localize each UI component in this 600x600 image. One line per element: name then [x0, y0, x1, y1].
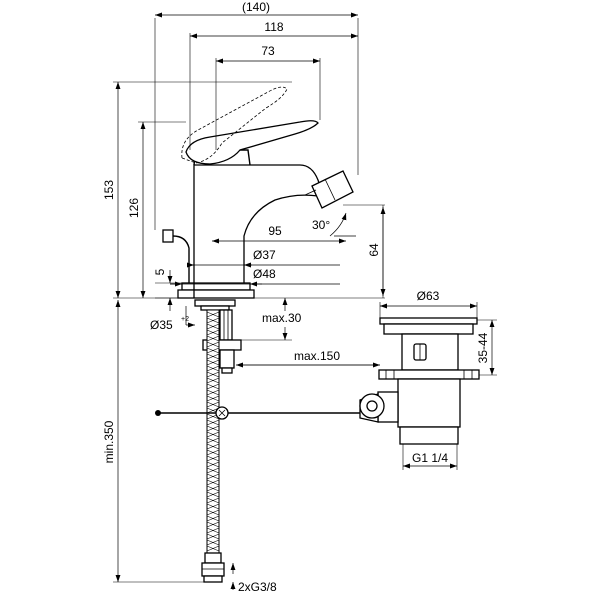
svg-text:G1 1/4: G1 1/4 [412, 451, 448, 465]
faucet-body [177, 149, 323, 299]
popup-knob [162, 229, 190, 283]
svg-text:Ø35: Ø35 [150, 318, 173, 332]
mounting-shank [194, 299, 242, 374]
svg-text:max.150: max.150 [294, 349, 340, 363]
svg-text:Ø48: Ø48 [253, 267, 276, 281]
svg-text:30°: 30° [312, 218, 330, 232]
dimension-base-plate: 5 [153, 268, 173, 311]
svg-text:Ø37: Ø37 [253, 248, 276, 262]
dimension-lever-height: 126 [127, 122, 146, 298]
svg-text:2xG3/8: 2xG3/8 [238, 580, 277, 594]
flexible-hose [201, 309, 225, 583]
dimension-max-thickness: max.30 [241, 298, 302, 341]
dimension-spout-to-nozzle: 95 [212, 224, 346, 244]
dimension-hole-diameter: Ø35 +2 [150, 306, 195, 332]
dimension-total-height: 153 [102, 82, 121, 298]
svg-text:153: 153 [102, 180, 116, 200]
dimension-max-rod: max.150 [236, 349, 380, 368]
dimension-waste-adjust: 35-44 [476, 320, 495, 375]
dimension-waste-diameter: Ø63 [379, 289, 478, 318]
svg-text:max.30: max.30 [262, 311, 302, 325]
dimension-waste-thread: G1 1/4 [403, 451, 457, 469]
dimension-spout-reach: 118 [190, 20, 358, 39]
svg-text:min.350: min.350 [102, 420, 116, 463]
svg-text:73: 73 [261, 44, 275, 58]
extension-lines [113, 18, 497, 583]
lever-handle [185, 120, 319, 165]
svg-text:(140): (140) [242, 0, 270, 14]
dimension-overall-width: (140) [155, 0, 358, 18]
svg-text:Ø63: Ø63 [417, 289, 440, 303]
svg-text:35-44: 35-44 [476, 332, 490, 363]
dimension-body-diameter-top: Ø37 [187, 248, 340, 268]
dimension-hose-connection: 2xG3/8 [230, 563, 277, 594]
lever-open-position [181, 86, 288, 164]
svg-text:5: 5 [153, 268, 167, 275]
dimension-nozzle-angle: 30° [312, 212, 356, 237]
waste-assembly [359, 317, 480, 445]
svg-text:126: 126 [127, 198, 141, 218]
svg-text:64: 64 [367, 243, 381, 257]
popup-rod [155, 406, 362, 420]
svg-text:118: 118 [264, 20, 283, 34]
svg-text:95: 95 [268, 224, 282, 238]
bidet-nozzle [304, 170, 354, 209]
dimension-lever-reach: 73 [216, 44, 320, 64]
dimension-nozzle-height: 64 [367, 207, 386, 296]
dimension-body-diameter-base: Ø48 [170, 267, 340, 287]
svg-text:+2: +2 [181, 316, 189, 323]
dimension-min-height: min.350 [102, 300, 121, 582]
